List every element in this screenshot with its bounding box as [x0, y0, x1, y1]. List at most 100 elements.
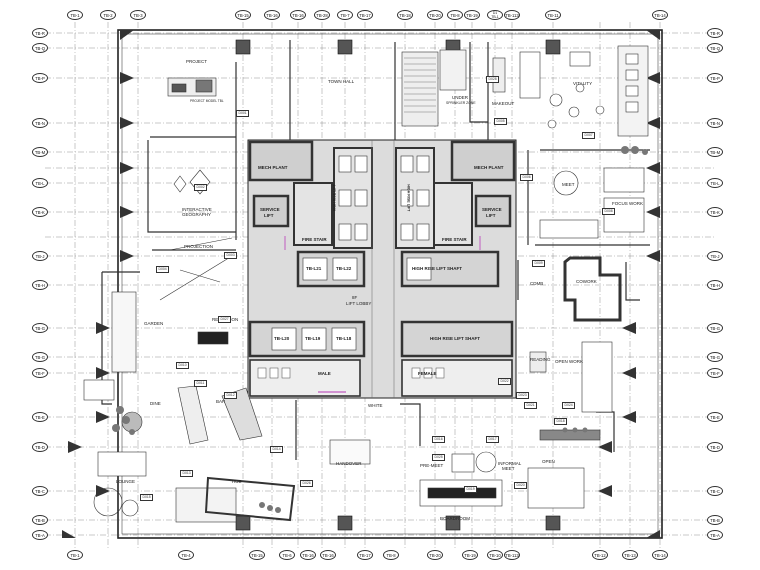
- room-label-tb-l18: TB-L18: [336, 336, 352, 341]
- room-label-meet: MEET: [562, 182, 575, 187]
- building-envelope: [117, 29, 663, 539]
- door-tag: D013: [180, 470, 194, 477]
- grid-bubble-bottom: TB-8: [383, 550, 399, 560]
- room-label-service-lift-left: SERVICE: [260, 207, 280, 212]
- grid-bubble-right: TB-D: [707, 442, 723, 452]
- grid-bubble-top: TB-17: [357, 10, 373, 20]
- room-label-fire-stair-left: FIRE STAIR: [302, 237, 327, 242]
- grid-bubble-right: TB-A: [707, 530, 723, 540]
- door-tag: D019: [464, 486, 478, 493]
- grid-bubble-left: TB-A: [32, 530, 48, 540]
- grid-bubble-left: TB-E: [32, 412, 48, 422]
- grid-bubble-top: TB-20: [427, 10, 443, 20]
- room-label-project-model: PROJECT MODEL TBL: [190, 99, 224, 103]
- perimeter-columns: [62, 30, 660, 538]
- door-tag: D007: [582, 132, 596, 139]
- grid-bubble-left: TB-Q: [32, 43, 48, 53]
- grid-bubble-left: TB-L: [32, 178, 48, 188]
- door-tag: D025: [432, 454, 446, 461]
- room-label-female: FEMALE: [418, 371, 437, 376]
- grid-bubble-left: TB-P: [32, 73, 48, 83]
- grid-bubble-right: TB-R: [707, 28, 723, 38]
- grid-bubble-right: TB-C: [707, 486, 723, 496]
- grid-bubble-bottom: TB-12: [592, 550, 608, 560]
- grid-bubble-bottom: TB-19: [462, 550, 478, 560]
- grid-bubble-top: TB-1: [67, 10, 83, 20]
- grid-bubble-bottom: TB-1: [67, 550, 83, 560]
- grid-bubble-top: TB-18: [397, 10, 413, 20]
- room-label-cdmb: CDMB: [530, 281, 544, 286]
- grid-bubble-left: TB-K: [32, 207, 48, 217]
- room-label-garden: GARDEN: [144, 321, 164, 326]
- grid-bubble-top: TB-3: [130, 10, 146, 20]
- door-tag: D002: [194, 184, 208, 191]
- grid-bubble-left: TB-J: [32, 251, 48, 261]
- grid-bubble-right: TB-N: [707, 118, 723, 128]
- room-label-under-2: SPRINKLER ZONE: [446, 101, 476, 105]
- room-label-open: OPEN: [542, 459, 555, 464]
- room-label-high-rise-lift-right: HIGH RISE LIFT: [406, 184, 411, 212]
- room-label-dine: DINE: [150, 401, 161, 406]
- room-label-projection: PROJECTION: [184, 244, 214, 249]
- grid-bubble-bottom: TB-15: [249, 550, 265, 560]
- room-label-informal-2: MEET: [502, 466, 515, 471]
- grid-bubble-top: D1 TB-1: [487, 10, 503, 20]
- grid-bubble-top: TB-16: [290, 10, 306, 20]
- door-tag: D018: [554, 418, 568, 425]
- grid-bubble-bottom: TB-14: [652, 550, 668, 560]
- grid-bubble-bottom: TB-16: [320, 550, 336, 560]
- room-label-reading: READING: [530, 357, 551, 362]
- room-label-handover: HANDOVER: [336, 461, 362, 466]
- door-tag: D022: [498, 378, 512, 385]
- grid-bubble-right: TB-P: [707, 73, 723, 83]
- room-label-tb-l21: TB-L21: [306, 266, 322, 271]
- room-label-lift-lobby: LIFT LOBBY: [346, 301, 372, 306]
- grid-bubble-top: TB-11: [545, 10, 561, 20]
- door-tag: D028: [486, 76, 500, 83]
- room-label-mech-plant-right: MECH PLANT: [474, 165, 504, 170]
- room-label-lift-lobby-level: 8F: [352, 295, 358, 300]
- grid-bubble-right: TB-G: [707, 323, 723, 333]
- room-label-tb-l19: TB-L19: [305, 336, 321, 341]
- grid-bubble-left: TB-H: [32, 280, 48, 290]
- room-label-fire-stair-right: FIRE STAIR: [442, 237, 467, 242]
- grid-bubble-bottom: TB-10: [487, 550, 503, 560]
- grid-bubble-left: TB-G: [32, 323, 48, 333]
- grid-bubble-right: TB-E: [707, 412, 723, 422]
- room-label-hub: HUB: [232, 479, 242, 484]
- room-label-bar: BAR: [216, 399, 226, 404]
- grid-bubble-left: TB-F: [32, 368, 48, 378]
- room-label-focus-work: FOCUS WORK: [612, 201, 643, 206]
- room-label-service-lift-left-2: LIFT: [264, 213, 274, 218]
- structural-columns: [235, 39, 561, 531]
- grid-bubble-top: TB-2: [100, 10, 116, 20]
- grid-bubble-top: TB-28: [314, 10, 330, 20]
- door-tag: D001: [236, 110, 250, 117]
- room-label-geography: GEOGRAPHY: [182, 212, 212, 217]
- grid-bubble-top: TB-113: [504, 10, 520, 20]
- door-tag: D006: [520, 174, 534, 181]
- grid-bubble-left: TB-M: [32, 147, 48, 157]
- door-tag: D015: [140, 494, 154, 501]
- room-label-cowork: COWORK: [576, 279, 597, 284]
- room-label-informal: INFORMAL: [498, 461, 522, 466]
- grid-bubble-right: TB-L: [707, 178, 723, 188]
- room-label-male: MALE: [318, 371, 331, 376]
- planting: [112, 146, 648, 513]
- door-tag: D016: [432, 436, 446, 443]
- grid-bubble-right: TB-M: [707, 147, 723, 157]
- grid-bubble-top: TB-15: [235, 10, 251, 20]
- grid-bubble-right: TB-B: [707, 515, 723, 525]
- grid-bubble-right: TB-K: [707, 207, 723, 217]
- door-tag: D008: [602, 208, 616, 215]
- room-label-makeout: MAKEOUT: [492, 101, 515, 106]
- grid-bubble-bottom: TB-13: [622, 550, 638, 560]
- door-tag: D026: [300, 480, 314, 487]
- room-label-high-rise-lift-shaft-2: HIGH RISE LIFT SHAFT: [430, 336, 480, 341]
- grid-bubble-bottom: TB-113: [504, 550, 520, 560]
- door-tag: D009: [532, 260, 546, 267]
- grid-bubble-left: TB-D: [32, 442, 48, 452]
- grid-bubble-bottom: TB-17: [357, 550, 373, 560]
- grid-bubble-bottom: TB-16: [300, 550, 316, 560]
- door-tag: D012: [224, 392, 238, 399]
